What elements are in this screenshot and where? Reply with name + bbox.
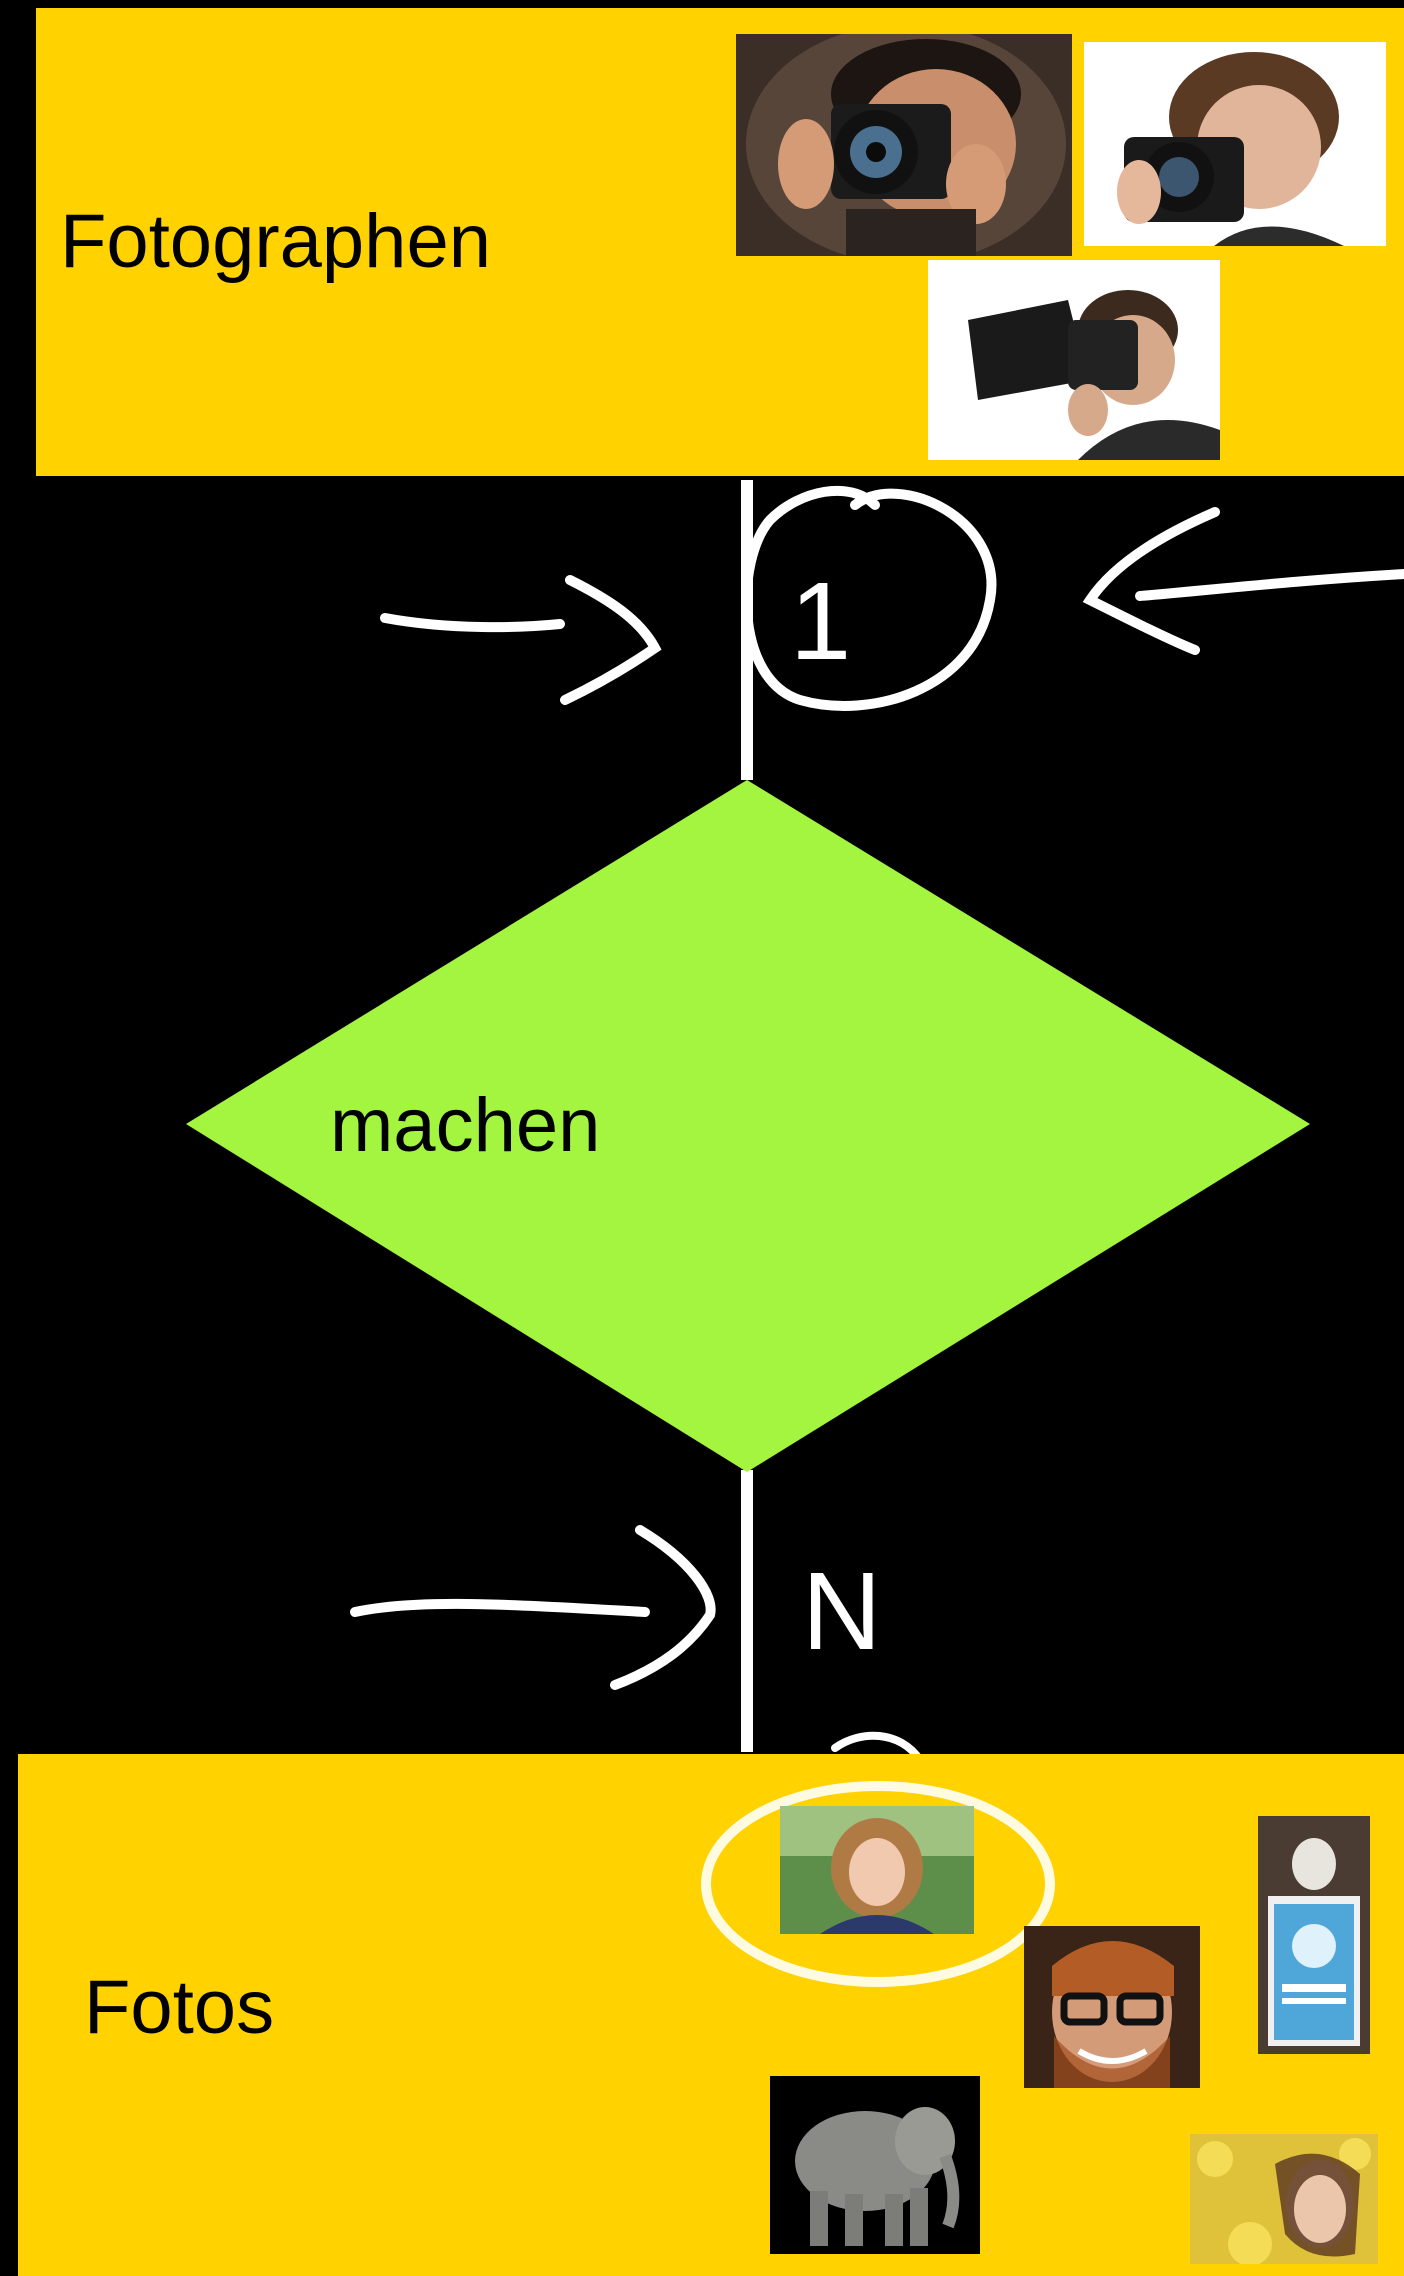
annotation-arc-bottom (831, 1731, 924, 1764)
photo-photographer-man (736, 34, 1072, 256)
annotation-arrow-left-top (380, 575, 662, 705)
photo-elephant (770, 2076, 980, 2254)
photo-person-with-sign (1258, 1816, 1370, 2054)
cardinality-one: 1 (790, 560, 852, 683)
entity-label-fotographen: Fotographen (60, 199, 491, 284)
photo-photographer-woman (1084, 42, 1386, 246)
entity-fotographen: Fotographen (36, 8, 1404, 476)
relationship-diamond (186, 780, 1310, 1472)
photo-woman-flowers (1190, 2134, 1378, 2264)
photo-girl-meadow (780, 1806, 974, 1934)
cardinality-n: N (802, 1550, 882, 1673)
entity-fotos: Fotos (18, 1754, 1404, 2276)
relationship-label-machen: machen (330, 1083, 601, 1168)
annotation-arrow-right-top (1082, 507, 1404, 655)
photo-photographer-lens-hood (928, 260, 1220, 460)
entity-label-fotos: Fotos (84, 1965, 275, 2050)
annotation-highlight-circle (701, 1781, 1055, 1987)
annotation-arrow-left-bottom (350, 1525, 716, 1690)
photo-man-glasses (1024, 1926, 1200, 2088)
annotation-circle-one (741, 485, 997, 711)
